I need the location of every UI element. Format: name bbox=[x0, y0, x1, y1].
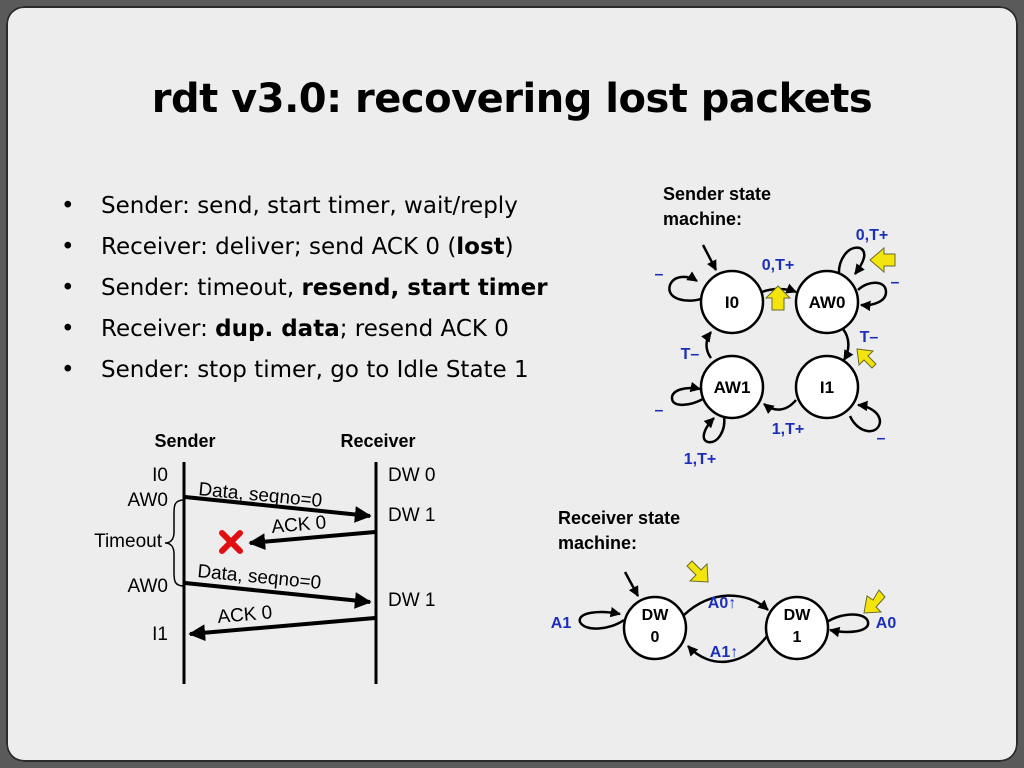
receiver-column-label: Receiver bbox=[340, 431, 415, 451]
transition-label: T– bbox=[681, 346, 700, 363]
data-message-arrow bbox=[184, 495, 372, 523]
sender-column-label: Sender bbox=[154, 431, 215, 451]
transition-label: – bbox=[891, 274, 900, 291]
sender-state-machine: Sender state machine: – 0,T+ 0,T+ – T– bbox=[655, 184, 900, 468]
state-label: DW bbox=[642, 607, 670, 624]
bullet-text: Sender: send, start timer, wait/reply bbox=[101, 193, 518, 219]
receiver-state-machine: Receiver state machine: A1 A0↑ A1↑ A0 DW bbox=[551, 508, 897, 664]
transition-arrow bbox=[763, 399, 797, 415]
transition-loop bbox=[857, 281, 888, 312]
transition-loop bbox=[837, 246, 866, 276]
state-node: DW 0 bbox=[622, 595, 688, 661]
transition-label: 1,T+ bbox=[772, 421, 804, 438]
transition-loop bbox=[670, 381, 704, 407]
ack-message-arrow bbox=[188, 616, 376, 642]
state-label: 1 bbox=[793, 629, 802, 646]
transition-arrow bbox=[683, 594, 769, 616]
transition-label: T– bbox=[860, 329, 879, 346]
receiver-state-label: DW 1 bbox=[388, 505, 436, 526]
bullet-item: Sender: timeout, resend, start timer bbox=[61, 268, 548, 309]
receiver-fsm-title: Receiver state bbox=[558, 508, 680, 528]
transition-arrow bbox=[701, 331, 713, 359]
state-label: I0 bbox=[725, 293, 739, 312]
bullet-item: Sender: stop timer, go to Idle State 1 bbox=[61, 350, 548, 391]
slide-title: rdt v3.0: recovering lost packets bbox=[151, 76, 873, 122]
transition-label: – bbox=[655, 402, 664, 419]
bullet-text: ; resend ACK 0 bbox=[339, 316, 509, 342]
receiver-state-label: DW 0 bbox=[388, 465, 436, 486]
diagram-canvas: Sender Receiver I0 AW0 AW0 I1 DW 0 DW 1 … bbox=[94, 184, 900, 684]
state-label: AW1 bbox=[714, 378, 751, 397]
sender-state-label: I1 bbox=[152, 624, 168, 645]
bullet-item: Sender: send, start timer, wait/reply bbox=[61, 186, 548, 227]
bullet-item: Receiver: deliver; send ACK 0 (lost) bbox=[61, 227, 548, 268]
ack-message-arrow bbox=[248, 530, 376, 551]
transition-label: A0 bbox=[876, 615, 897, 632]
bullet-text: Receiver: deliver; send ACK 0 ( bbox=[101, 234, 457, 260]
start-arrow bbox=[701, 244, 718, 271]
receiver-state-label: DW 1 bbox=[388, 590, 436, 611]
message-label: Data, seqno=0 bbox=[198, 479, 324, 512]
bullet-list: Sender: send, start timer, wait/reply Re… bbox=[61, 186, 548, 391]
lost-marker-icon bbox=[219, 530, 243, 554]
transition-label: A1↑ bbox=[710, 644, 738, 661]
sender-state-label: AW0 bbox=[128, 490, 168, 511]
state-label: DW bbox=[784, 607, 812, 624]
state-node: AW0 bbox=[794, 269, 860, 335]
highlight-arrow-icon bbox=[686, 560, 709, 583]
transition-label: 1,T+ bbox=[684, 451, 716, 468]
data-message-arrow bbox=[184, 581, 372, 609]
sender-state-label: AW0 bbox=[128, 576, 168, 597]
sender-fsm-title: Sender state bbox=[663, 184, 771, 204]
receiver-fsm-title: machine: bbox=[558, 533, 637, 553]
bullet-text: ) bbox=[504, 234, 514, 260]
message-label: ACK 0 bbox=[271, 512, 328, 538]
transition-arrow bbox=[841, 328, 854, 361]
transition-loop bbox=[826, 613, 870, 638]
sender-state-label: I0 bbox=[152, 465, 168, 486]
timeline-diagram: Sender Receiver I0 AW0 AW0 I1 DW 0 DW 1 … bbox=[94, 431, 436, 684]
transition-label: – bbox=[877, 430, 886, 447]
bullet-emphasis: resend, start timer bbox=[301, 275, 548, 301]
slide: rdt v3.0: recovering lost packets Sender… bbox=[6, 6, 1018, 762]
bullet-item: Receiver: dup. data; resend ACK 0 bbox=[61, 309, 548, 350]
transition-label: 0,T+ bbox=[856, 227, 888, 244]
state-node: I0 bbox=[699, 269, 765, 335]
highlight-arrow-icon bbox=[869, 246, 896, 274]
transition-label: A1 bbox=[551, 615, 572, 632]
state-label: AW0 bbox=[809, 293, 846, 312]
timeout-brace bbox=[164, 499, 185, 587]
transition-label: 0,T+ bbox=[762, 257, 794, 274]
state-node: AW1 bbox=[699, 354, 765, 420]
message-label: ACK 0 bbox=[217, 602, 274, 628]
transition-loop bbox=[702, 415, 726, 444]
transition-loop bbox=[578, 607, 625, 630]
sender-fsm-title: machine: bbox=[663, 209, 742, 229]
bullet-emphasis: lost bbox=[456, 234, 505, 260]
state-label: I1 bbox=[820, 378, 834, 397]
highlight-arrow-icon bbox=[863, 589, 886, 614]
state-node: DW 1 bbox=[764, 595, 830, 661]
highlight-arrow-icon bbox=[856, 348, 877, 369]
transition-label: A0↑ bbox=[708, 595, 736, 612]
timeout-label: Timeout bbox=[94, 531, 163, 552]
transition-loop bbox=[848, 400, 882, 433]
transition-arrow bbox=[687, 631, 772, 664]
transition-loop bbox=[668, 271, 704, 302]
transition-label: – bbox=[655, 266, 664, 283]
state-label: 0 bbox=[651, 629, 660, 646]
bullet-emphasis: dup. data bbox=[215, 316, 340, 342]
state-node: I1 bbox=[794, 354, 860, 420]
start-arrow bbox=[623, 571, 640, 597]
highlight-arrow-icon bbox=[764, 285, 792, 311]
bullet-text: Sender: timeout, bbox=[101, 275, 302, 301]
bullet-text: Receiver: bbox=[101, 316, 216, 342]
bullet-text: Sender: stop timer, go to Idle State 1 bbox=[101, 357, 529, 383]
